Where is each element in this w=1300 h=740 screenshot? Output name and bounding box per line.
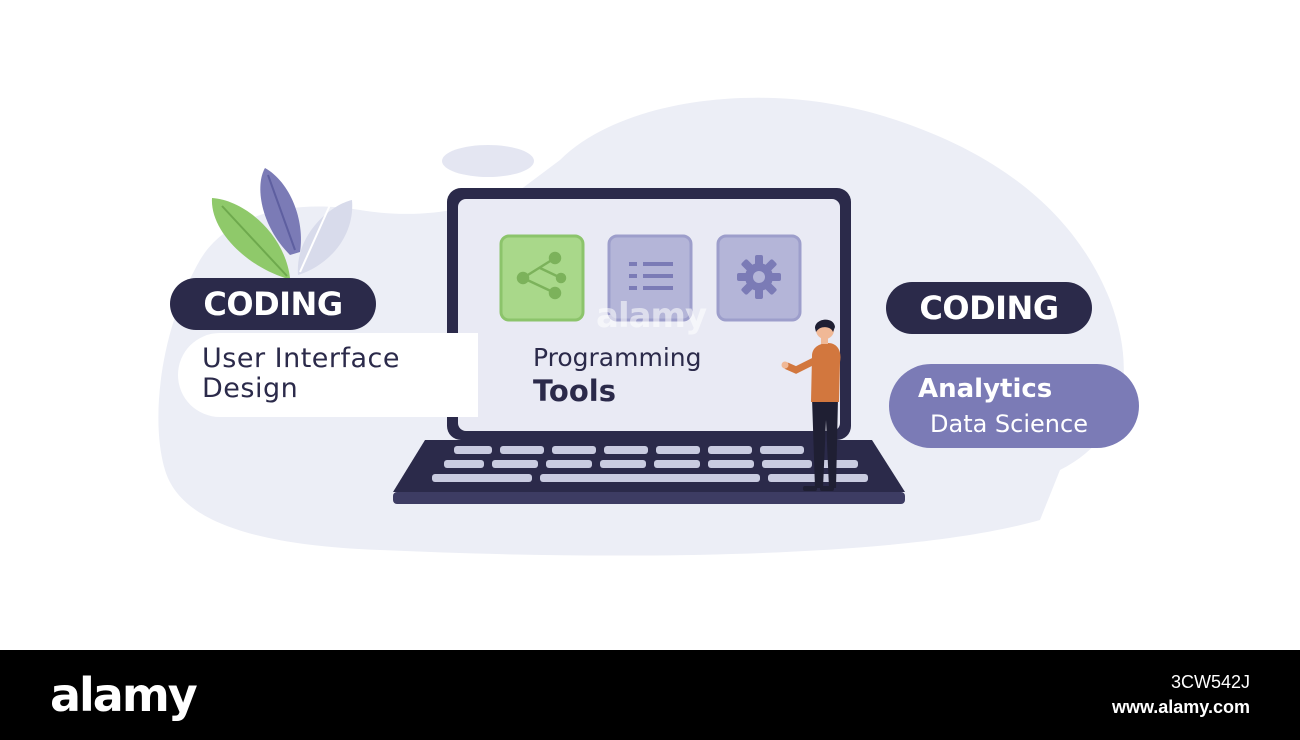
- person-figure: [781, 319, 841, 491]
- footer-url[interactable]: www.alamy.com: [1111, 697, 1250, 717]
- footer-logo: alamy: [50, 668, 198, 722]
- list-icon: [629, 262, 673, 290]
- data-science-label: Data Science: [930, 410, 1088, 438]
- right-coding-badge: CODING: [886, 282, 1092, 334]
- gear-icon: [737, 255, 781, 299]
- share-tile: [499, 234, 585, 322]
- tools-label: Tools: [533, 374, 616, 408]
- footer-image-id: 3CW542J: [1170, 672, 1250, 692]
- gear-tile: [716, 234, 802, 322]
- illustration: [158, 97, 1124, 556]
- analytics-label: Analytics: [918, 374, 1053, 404]
- watermark-center: alamy: [596, 296, 707, 336]
- share-icon: [516, 251, 567, 300]
- ui-design-line1: User Interface: [202, 343, 401, 374]
- plant-leaves: [211, 168, 353, 278]
- programming-label: Programming: [533, 343, 702, 372]
- footer-bar: alamy 3CW542J www.alamy.com: [0, 650, 1300, 740]
- left-coding-badge: CODING: [170, 278, 376, 330]
- ui-design-panel: [178, 333, 478, 417]
- left-coding-badge-label: CODING: [203, 285, 343, 323]
- ui-design-line2: Design: [202, 373, 299, 404]
- right-coding-badge-label: CODING: [919, 289, 1059, 327]
- list-tile: [607, 234, 693, 322]
- analytics-panel: [889, 364, 1139, 448]
